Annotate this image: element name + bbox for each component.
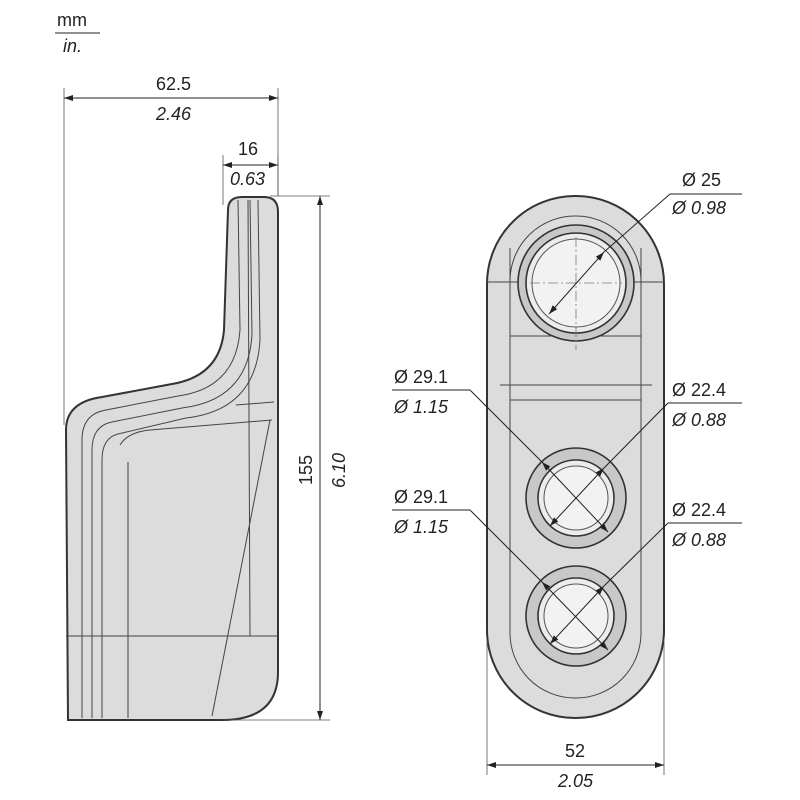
dim-mid-inner-in: Ø 0.88 [671, 410, 726, 430]
dim-side-width: 62.5 2.46 [63, 74, 279, 425]
dim-thickness-in: 0.63 [230, 169, 265, 189]
dim-front-width: 52 2.05 [486, 640, 665, 791]
dim-bot-outer-in: Ø 1.15 [393, 517, 449, 537]
dim-mid-inner-mm: Ø 22.4 [672, 380, 726, 400]
units-legend: mm in. [55, 10, 100, 56]
dim-height: 155 6.10 [222, 195, 349, 721]
dim-mid-outer-in: Ø 1.15 [393, 397, 449, 417]
dim-height-mm: 155 [296, 455, 316, 485]
dim-bot-outer-mm: Ø 29.1 [394, 487, 448, 507]
dim-mid-inner: Ø 22.4 Ø 0.88 [549, 380, 742, 527]
dim-front-width-in: 2.05 [557, 771, 594, 791]
side-view [64, 196, 279, 721]
dim-side-width-mm: 62.5 [156, 74, 191, 94]
dim-bot-inner: Ø 22.4 Ø 0.88 [549, 500, 742, 645]
front-view [486, 195, 665, 719]
dim-height-in: 6.10 [329, 453, 349, 488]
dim-thickness: 16 0.63 [222, 139, 279, 205]
side-view-outline [64, 196, 279, 721]
dim-bot-inner-in: Ø 0.88 [671, 530, 726, 550]
dim-mid-outer-mm: Ø 29.1 [394, 367, 448, 387]
dim-top-hole: Ø 25 Ø 0.98 [603, 170, 742, 253]
unit-in: in. [63, 36, 82, 56]
unit-mm: mm [57, 10, 87, 30]
dim-bot-inner-mm: Ø 22.4 [672, 500, 726, 520]
dim-top-hole-in: Ø 0.98 [671, 198, 726, 218]
dim-front-width-mm: 52 [565, 741, 585, 761]
dim-top-hole-mm: Ø 25 [682, 170, 721, 190]
dim-side-width-in: 2.46 [155, 104, 192, 124]
dim-thickness-mm: 16 [238, 139, 258, 159]
